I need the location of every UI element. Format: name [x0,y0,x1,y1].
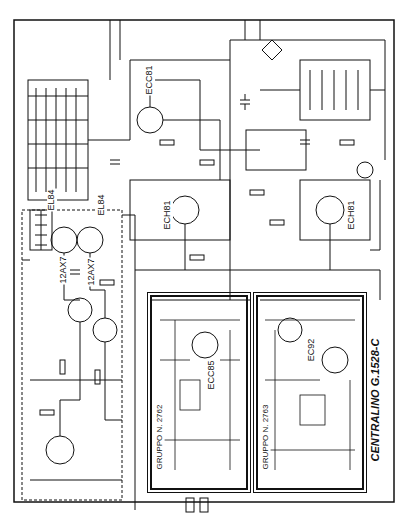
resistors [40,140,354,415]
tube-type: ECC85 [207,359,217,390]
group-frame: GRUPPO N. 2763 [256,295,364,490]
wiring [22,20,380,510]
schematic-title: CENTRALINO G.1528-C [369,338,381,463]
power-supply [230,40,385,300]
group-label: GRUPPO N. 2763 [262,404,271,471]
tube-type: EL84 [97,193,107,216]
group-label: GRUPPO N. 2762 [156,404,165,471]
tube-type: ECH81 [163,199,173,230]
amplifier-chassis [22,210,122,500]
output-terminals [28,80,88,200]
capacitors [70,94,310,274]
tube-type: EC92 [307,338,317,363]
group-frame: GRUPPO N. 2762 [150,295,248,490]
tube-symbols [46,107,348,464]
tube-type: 12AX7 [87,257,97,286]
input-jacks [186,498,208,512]
section-frame [130,180,230,240]
tube-type: EL84 [47,188,57,211]
tube-type: ECC81 [145,64,155,95]
tube-type: ECH81 [347,199,357,230]
output-transformer [30,210,52,250]
frame [14,20,394,502]
tube-type: 12AX7 [59,255,69,284]
section-frame [300,180,370,240]
